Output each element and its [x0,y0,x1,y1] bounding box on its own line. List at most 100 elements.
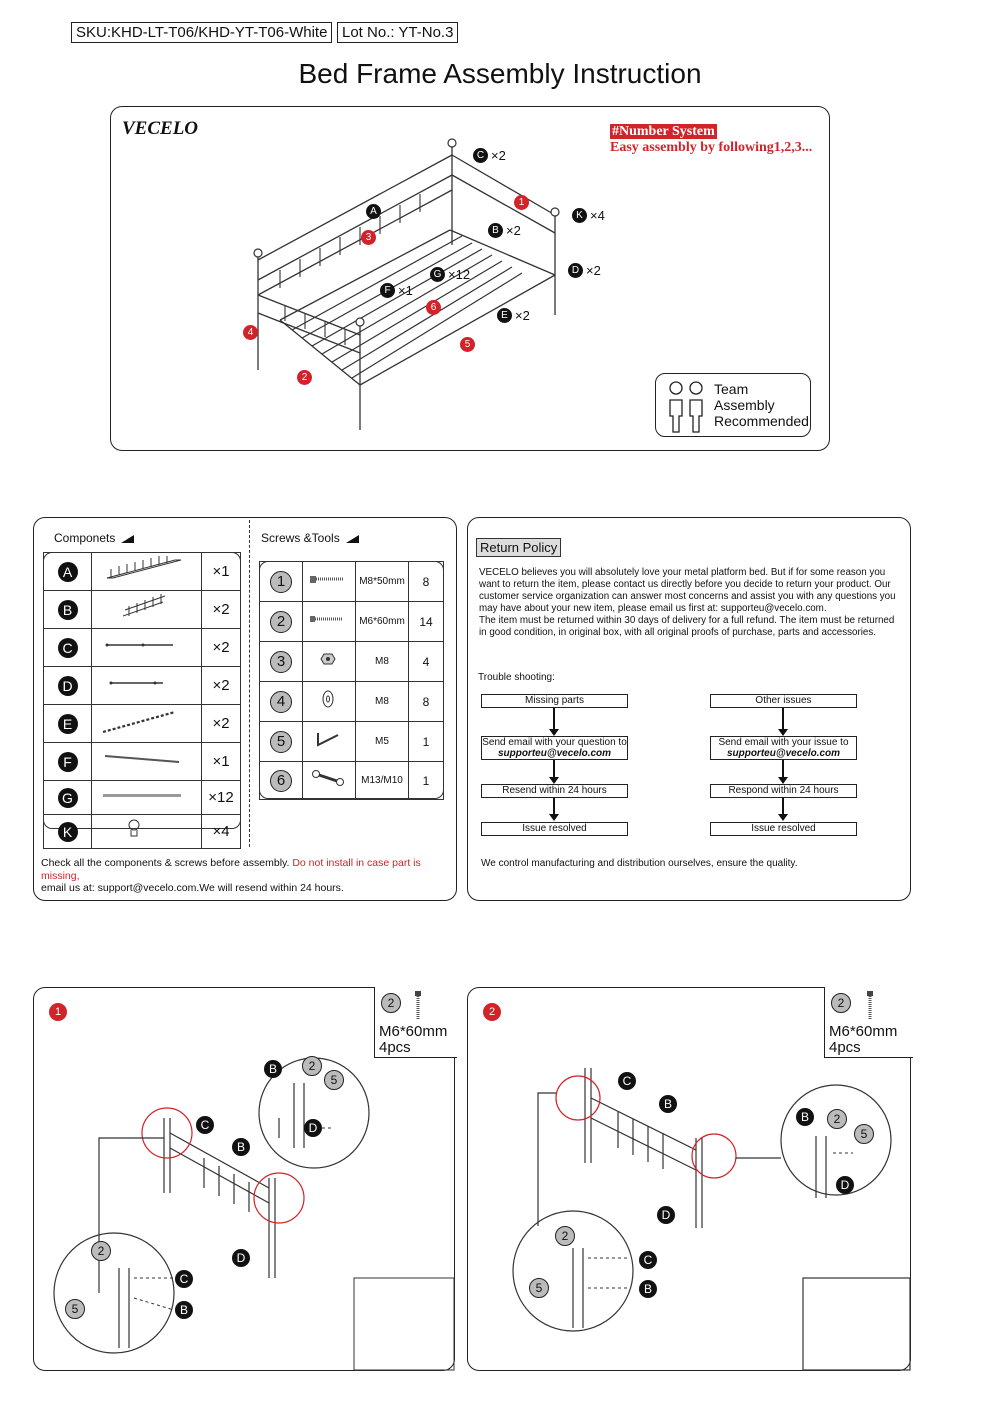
screw-num: 1 [270,570,292,593]
screw-num: 4 [270,690,292,713]
screw-qty: 4 [408,641,444,682]
part-qty: ×1 [201,552,241,591]
sku-label: SKU:KHD-LT-T06/KHD-YT-T06-White [71,22,333,43]
step-marker-1: 1 [514,195,529,210]
side-rail-icon [109,681,163,685]
flow-left-missing-parts: Missing parts [481,694,628,708]
screw-qty: 8 [408,561,444,602]
part-letter: G [57,787,78,808]
callout-c: C×2 [473,148,506,163]
part-letter: B [57,599,78,620]
cap-icon [128,819,140,837]
number-system-subtitle: Easy assembly by following1,2,3... [610,140,813,155]
part-letter: D [57,675,78,696]
part-label: C [196,1116,214,1134]
part-label: B [796,1108,814,1126]
screw-spec: M6*60mm [379,1023,448,1040]
screw-qty: 1 [408,761,444,800]
part-letter: C [57,637,78,658]
return-policy-paragraph-2: The item must be returned within 30 days… [479,615,895,638]
part-label: D [657,1206,675,1224]
side-rail-icon [105,643,173,647]
callout-e: E×2 [497,308,530,323]
step-number: 1 [49,1003,67,1021]
flow-arrow [549,708,559,736]
part-label: B [264,1060,282,1078]
part-letter: E [57,713,78,734]
footboard-icon [122,594,166,617]
flow-right-other-issues: Other issues [710,694,857,708]
part-label: B [639,1280,657,1298]
screw-num: 3 [270,650,292,673]
screw-qty: 8 [408,681,444,722]
step-2-drawing [512,1068,911,1371]
part-qty: ×2 [201,590,241,629]
step-1-drawing [53,1057,455,1371]
part-label: C [175,1270,193,1288]
trouble-shooting-label: Trouble shooting: [478,672,555,683]
two-people-icon [669,381,703,433]
team-assembly-badge: Team Assembly Recommended [655,373,811,437]
bolt-icon [867,991,873,1019]
part-label: D [836,1176,854,1194]
bolt-long-icon [310,576,344,583]
headboard-icon [106,556,182,579]
screw-label: 5 [65,1299,85,1319]
callout-k: K×4 [572,208,605,223]
flow-left-resolved: Issue resolved [481,822,628,836]
screw-num: 2 [831,993,851,1013]
part-label: B [659,1095,677,1113]
team-line-1: Team [714,381,749,397]
screw-label: 2 [827,1109,847,1129]
flow-arrow [778,760,788,784]
overview-panel [110,106,830,451]
bed-overview-drawing [253,138,560,430]
part-qty: ×2 [201,628,241,667]
screw-qty: 1 [408,721,444,762]
bolt-icon [415,991,421,1019]
part-qty: ×2 [201,666,241,705]
panel-divider [249,520,250,847]
part-qty: ×12 [201,780,241,815]
part-label: C [618,1072,636,1090]
screw-spec: M5 [355,721,409,762]
number-system-note: #Number System Easy assembly by followin… [610,124,812,156]
screw-spec: M8 [355,641,409,682]
flow-right-resolved: Issue resolved [710,822,857,836]
callout-f: F×1 [380,283,413,298]
part-label: B [232,1138,250,1156]
screw-num: 6 [270,769,292,792]
brand-logo: VECELO [122,118,199,139]
screw-num: 2 [381,993,401,1013]
components-heading: Componets [54,531,135,545]
part-letter: A [57,561,78,582]
callout-a: A [366,204,384,219]
return-policy-heading: Return Policy [476,538,562,557]
part-letter: K [57,821,78,842]
slat-icon [103,794,181,797]
washer-icon [322,690,334,708]
part-label: D [304,1119,322,1137]
step-1-panel: 1 2 M6*60mm 4pcs B [33,987,457,1371]
screw-spec: M8*50mm [355,561,409,602]
allen-key-icon [317,733,339,747]
bolt-icon [310,616,342,622]
part-label: C [639,1251,657,1269]
step-marker-6: 6 [426,300,441,315]
screw-label: 2 [302,1056,322,1076]
flow-left-resend: Resend within 24 hours [481,784,628,798]
nut-icon [320,653,336,665]
team-line-2: Assembly [714,397,775,413]
step-marker-2: 2 [297,370,312,385]
screw-qty: 4pcs [379,1039,411,1056]
callout-d: D×2 [568,263,601,278]
quality-note: We control manufacturing and distributio… [481,858,798,869]
callout-b: B×2 [488,223,521,238]
screw-label: 5 [324,1070,344,1090]
part-label: B [175,1301,193,1319]
lot-label: Lot No.: YT-No.3 [337,22,459,43]
components-table: A×1 B×2 C×2 D×2 E×2 F×1 G×12 K×4 [43,552,241,849]
screw-spec: M6*60mm [355,601,409,642]
